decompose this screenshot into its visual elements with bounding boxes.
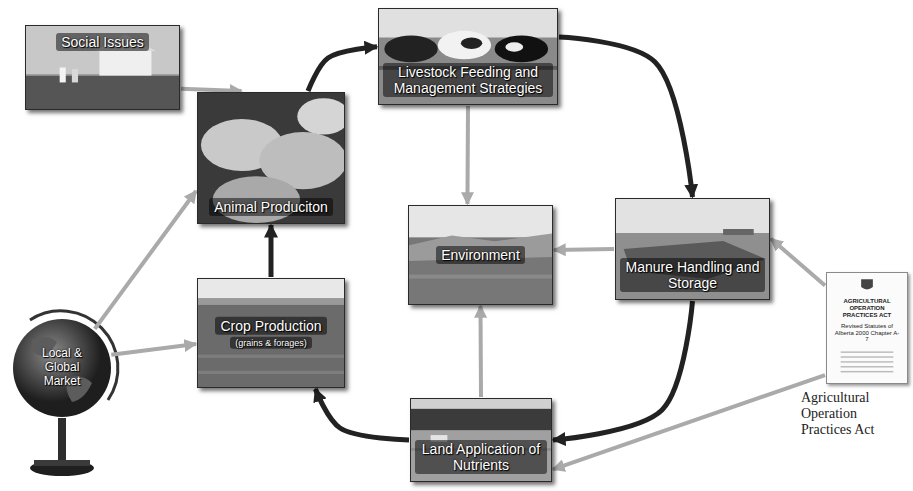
- node-label: Social Issues: [56, 33, 148, 51]
- photo-shape: [409, 206, 552, 304]
- text-group: Crop Production (grains & forages): [202, 316, 340, 350]
- document-label: AGRICULTURAL OPERATION PRACTICES ACT: [834, 298, 900, 319]
- photo-shape: [99, 49, 151, 76]
- influence-arrow: [553, 375, 825, 469]
- document-text: AGRICULTURAL OPERATION PRACTICES ACT Revi…: [834, 296, 900, 345]
- photo-shape: [409, 275, 552, 279]
- photo-box: Land Application of Nutrients: [410, 398, 552, 482]
- cycle-arrow: [559, 37, 693, 197]
- influence-arrow: [95, 191, 196, 329]
- node-sublabel: (grains & forages): [230, 337, 312, 349]
- text-line-mark: [841, 371, 894, 372]
- influence-arrow: [111, 344, 196, 355]
- globe-stand: [58, 418, 66, 462]
- text-line-mark: [841, 366, 894, 367]
- photo-box: Livestock Feeding and Management Strateg…: [378, 8, 558, 105]
- photo-shape: [198, 355, 344, 358]
- photo-shape: [198, 279, 344, 298]
- photo-shape: [379, 9, 557, 104]
- photo-shape: [297, 98, 344, 134]
- photo-shape: [409, 206, 552, 237]
- photo-shape: [616, 199, 769, 299]
- globe-base: [34, 460, 90, 466]
- photo-shape: [384, 36, 437, 63]
- photo-box: Environment: [408, 205, 553, 305]
- photo-box: Crop Production (grains & forages): [197, 278, 345, 388]
- influence-arrow: [554, 249, 614, 250]
- text-group: Manure Handling and Storage: [620, 257, 765, 293]
- text-line-mark: [841, 361, 894, 362]
- photo-shape: [198, 279, 344, 387]
- text-group: Environment: [413, 245, 548, 265]
- photo-shape: [72, 69, 78, 82]
- photo-shape: [505, 42, 523, 52]
- text-group: Social Issues: [30, 32, 175, 52]
- photo-shape: [495, 36, 548, 63]
- influence-arrow: [181, 89, 241, 91]
- node-label: Land Application of Nutrients: [415, 440, 547, 474]
- text-group: Agricultural Operation Practices Act: [801, 389, 909, 439]
- globe-node: Local & Global Market: [12, 318, 112, 418]
- cycle-arrow: [269, 225, 274, 277]
- photo-shape: [60, 68, 66, 83]
- photo-box: Social Issues: [25, 25, 180, 110]
- document-label: Revised Statutes of Alberta 2000 Chapter…: [834, 323, 900, 344]
- photo-shape: [411, 399, 551, 481]
- influence-arrow: [771, 239, 825, 286]
- cycle-arrow: [315, 389, 409, 440]
- photo-box: Manure Handling and Storage: [615, 198, 770, 300]
- crest-symbol: [861, 279, 873, 289]
- cycle-arrow: [308, 47, 377, 91]
- node-label: Livestock Feeding and Management Strateg…: [383, 63, 553, 97]
- influence-arrow: [479, 306, 484, 397]
- text-group: Land Application of Nutrients: [415, 439, 547, 475]
- photo-shape: [723, 229, 754, 235]
- text-group: Livestock Feeding and Management Strateg…: [383, 62, 553, 98]
- node-label: Animal Produciton: [209, 198, 333, 216]
- text-line-mark: [841, 351, 894, 352]
- node-label: Environment: [436, 246, 525, 264]
- text-line-mark: [841, 356, 894, 357]
- globe-base: [30, 460, 94, 476]
- photo-shape: [438, 31, 491, 59]
- photo-shape: [461, 38, 482, 49]
- text-group: Local & Global Market: [12, 346, 112, 389]
- globe-sphere: [13, 319, 111, 417]
- photo-box: Animal Produciton: [197, 92, 345, 224]
- node-label: Crop Production: [215, 317, 326, 335]
- photo-shape: [616, 199, 769, 233]
- text-group: Animal Produciton: [202, 197, 340, 217]
- photo-shape: [198, 298, 344, 304]
- photo-shape: [198, 371, 344, 374]
- photo-shape: [26, 26, 179, 109]
- node-label: Agricultural Operation Practices Act: [801, 390, 909, 438]
- photo-shape: [26, 76, 179, 109]
- influence-arrow: [465, 106, 470, 204]
- photo-shape: [411, 399, 551, 410]
- cycle-arrow: [553, 301, 693, 440]
- photo-shape: [411, 409, 551, 430]
- node-label: Local & Global Market: [30, 347, 94, 388]
- node-label: Manure Handling and Storage: [620, 258, 765, 292]
